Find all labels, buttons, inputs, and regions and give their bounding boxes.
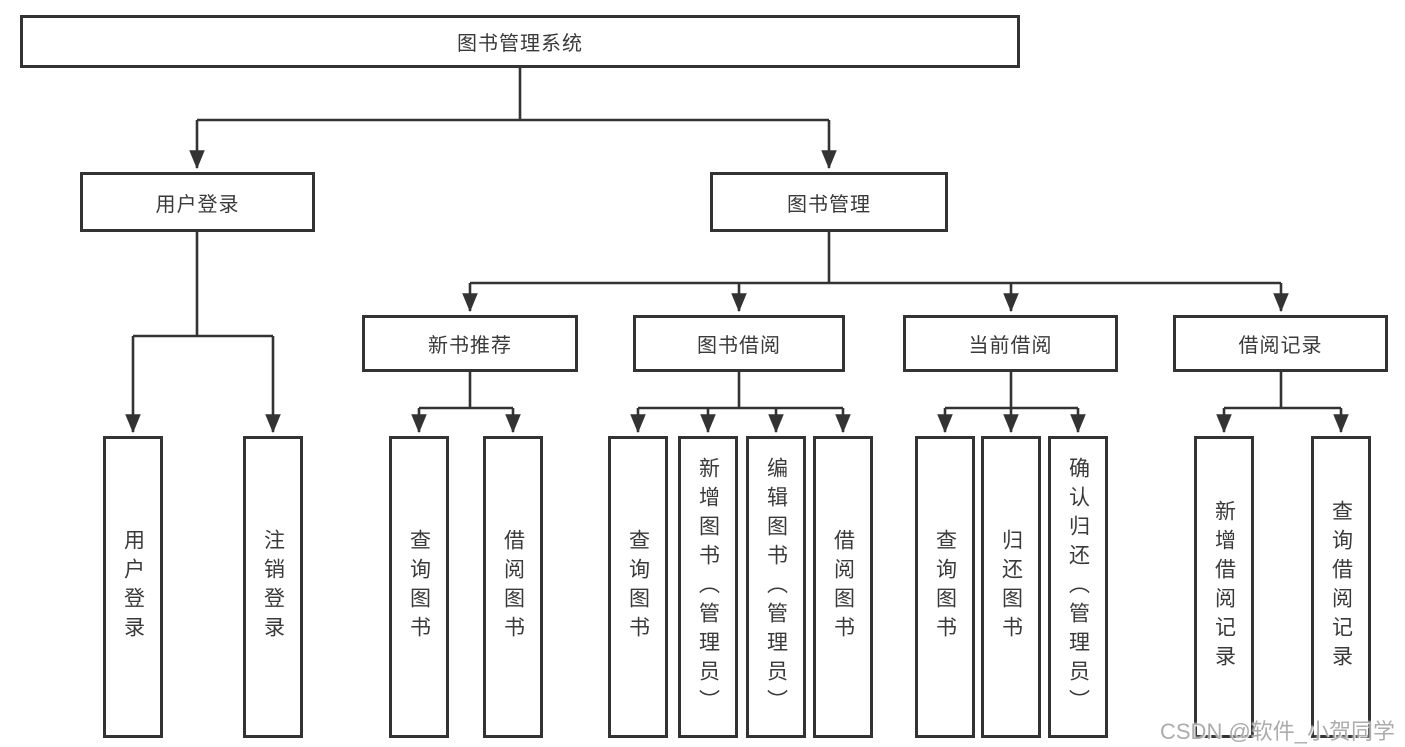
leaf-recommend-borrow-book: 借阅图书 xyxy=(483,436,543,738)
node-user-login: 用户登录 xyxy=(80,172,315,232)
node-book-borrow-label: 图书借阅 xyxy=(697,335,781,357)
node-current-borrow-label: 当前借阅 xyxy=(968,335,1053,357)
node-root-label: 图书管理系统 xyxy=(457,33,583,55)
leaf-records-add-record: 新增借阅记录 xyxy=(1194,436,1254,738)
node-book-management: 图书管理 xyxy=(710,172,948,232)
node-new-book-recommend: 新书推荐 xyxy=(362,315,578,372)
node-root-system: 图书管理系统 xyxy=(20,15,1020,68)
node-book-borrow: 图书借阅 xyxy=(633,315,845,372)
leaf-records-query-record: 查询借阅记录 xyxy=(1311,436,1371,738)
leaf-recommend-query-book: 查询图书 xyxy=(389,436,449,738)
leaf-borrow-add-book-admin: 新增图书（管理员） xyxy=(678,436,738,738)
node-current-borrow: 当前借阅 xyxy=(903,315,1118,372)
leaf-current-return-book: 归还图书 xyxy=(981,436,1041,738)
node-borrow-records: 借阅记录 xyxy=(1173,315,1388,372)
node-book-management-label: 图书管理 xyxy=(787,193,871,216)
leaf-current-confirm-return-admin: 确认归还（管理员） xyxy=(1048,436,1108,738)
node-user-login-label: 用户登录 xyxy=(155,193,240,216)
node-new-book-recommend-label: 新书推荐 xyxy=(428,335,512,357)
leaf-user-login: 用户登录 xyxy=(103,436,163,738)
leaf-borrow-edit-book-admin: 编辑图书（管理员） xyxy=(746,436,806,738)
leaf-borrow-query-book: 查询图书 xyxy=(608,436,668,738)
leaf-borrow-borrow-book: 借阅图书 xyxy=(813,436,873,738)
leaf-current-query-book: 查询图书 xyxy=(915,436,975,738)
leaf-logout-login: 注销登录 xyxy=(243,436,303,738)
csdn-watermark: CSDN @软件_小贺同学 xyxy=(1160,719,1396,744)
node-borrow-records-label: 借阅记录 xyxy=(1238,335,1323,357)
